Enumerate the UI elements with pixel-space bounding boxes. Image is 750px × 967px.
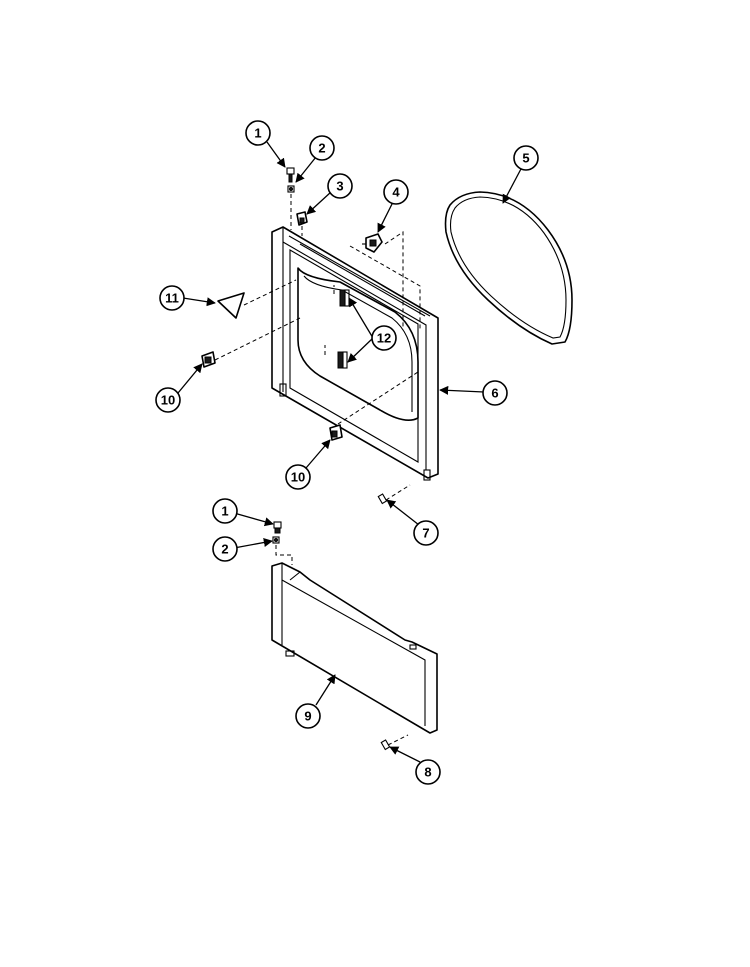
callout-label: 10	[291, 470, 305, 485]
screw-top	[286, 167, 295, 183]
door-seal	[444, 191, 573, 345]
callout-1-top: 1	[245, 120, 271, 146]
callout-label: 3	[336, 179, 343, 194]
hinge-bracket	[296, 211, 308, 226]
callout-label: 9	[304, 709, 311, 724]
washer-nut-lower	[272, 536, 280, 544]
callout-label: 2	[318, 141, 325, 156]
callout-label: 4	[392, 185, 400, 200]
door-switch	[362, 233, 383, 253]
screw-lower	[273, 521, 282, 534]
door-catch-bottom	[329, 424, 343, 441]
callout-label: 7	[422, 526, 429, 541]
screw-toe-panel	[380, 739, 391, 751]
leader-lines	[177, 141, 523, 763]
lower-toe-panel	[271, 562, 438, 734]
callout-12: 12	[371, 325, 397, 351]
callout-3: 3	[327, 173, 353, 199]
callout-2-lower: 2	[212, 536, 238, 562]
callout-label: 6	[491, 386, 498, 401]
washer-nut-top	[287, 185, 295, 193]
callout-10-upper: 10	[155, 387, 181, 413]
callout-1-lower: 1	[212, 498, 238, 524]
door-catch-left	[201, 351, 216, 368]
callout-label: 1	[254, 126, 261, 141]
callout-7: 7	[413, 520, 439, 546]
callout-9: 9	[295, 703, 321, 729]
callout-label: 1	[221, 504, 228, 519]
screw-panel	[377, 493, 388, 505]
door-strike-clips	[337, 289, 350, 369]
callout-8: 8	[415, 759, 441, 785]
front-panel	[271, 226, 439, 481]
callout-label: 2	[221, 542, 228, 557]
alignment-lines	[214, 194, 421, 746]
callout-label: 11	[165, 291, 179, 306]
callout-6: 6	[482, 380, 508, 406]
callout-label: 10	[161, 393, 175, 408]
callout-5: 5	[513, 145, 539, 171]
callout-label: 5	[522, 151, 529, 166]
callout-2-top: 2	[309, 135, 335, 161]
callout-label: 12	[377, 331, 391, 346]
door-strike	[217, 292, 245, 319]
callout-label: 8	[424, 765, 431, 780]
callout-10-lower: 10	[285, 464, 311, 490]
callout-11: 11	[159, 285, 185, 311]
callout-4: 4	[383, 179, 409, 205]
